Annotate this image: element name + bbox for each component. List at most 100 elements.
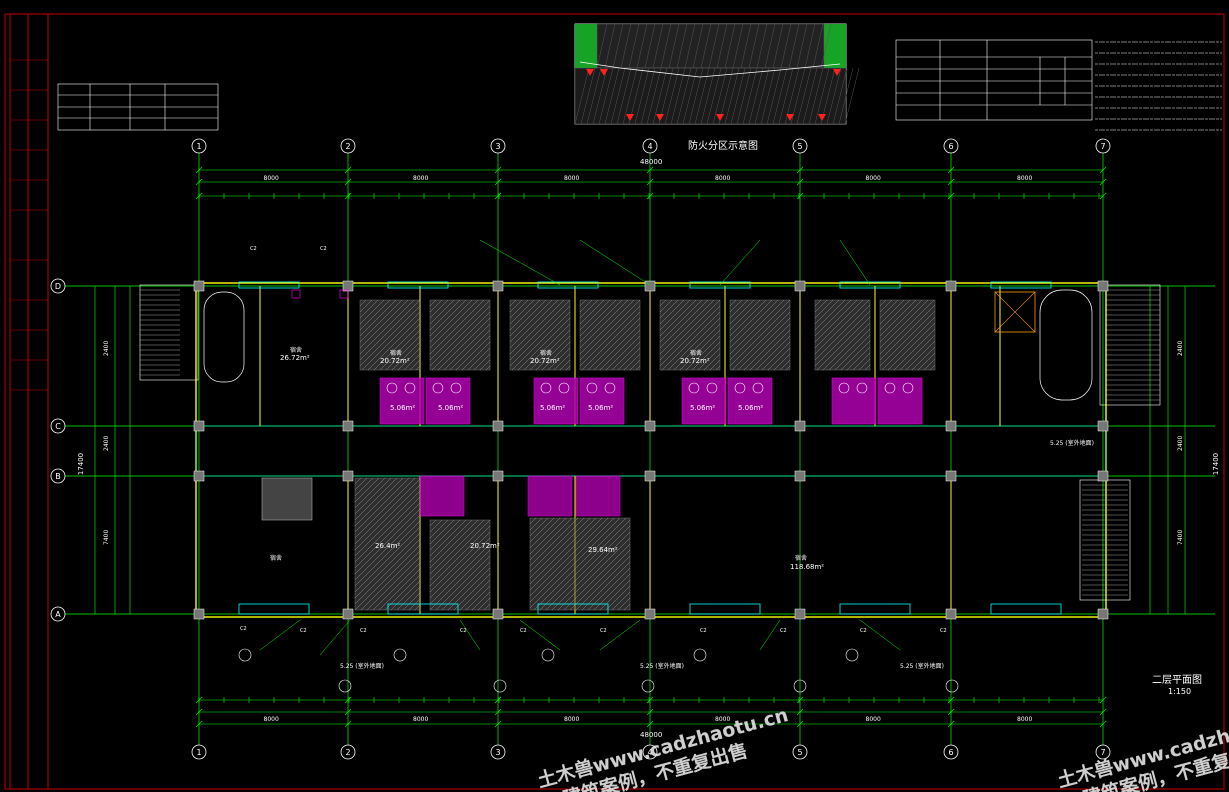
- window-tag: C2: [700, 628, 707, 634]
- hatch-line: [814, 299, 828, 313]
- hatch-line: [435, 555, 491, 611]
- axis-bubble: [50, 418, 66, 434]
- hatch-line: [509, 299, 553, 343]
- fixture: [450, 382, 462, 394]
- room-area-label: 20.72m²: [380, 357, 410, 365]
- room-area-label: 5.06m²: [438, 404, 463, 412]
- window-south: [689, 603, 761, 615]
- hatch-line: [623, 603, 631, 611]
- axis-bubble: [943, 744, 959, 760]
- hatch-line: [429, 531, 491, 593]
- hatch-line: [437, 317, 491, 371]
- hatch-line: [893, 328, 936, 371]
- window-tag: C2: [240, 626, 247, 632]
- fixture: [558, 382, 570, 394]
- elevator-x: [994, 291, 1036, 333]
- fixture-box: [339, 289, 349, 299]
- hatch-line: [731, 311, 791, 371]
- hatch-line: [667, 317, 721, 371]
- axis-bubble-letter: D: [55, 282, 61, 291]
- hatch-line: [367, 317, 421, 371]
- elevator: [994, 291, 1036, 333]
- hatch-line: [579, 299, 617, 337]
- hatch-line: [429, 299, 461, 331]
- room-area-label: 29.64m²: [588, 546, 618, 554]
- bunk-area: [659, 299, 721, 371]
- hatch-line: [617, 597, 631, 611]
- plan-title-label: 二层平面图 1:150: [1152, 671, 1229, 697]
- axis-bubble-number: 5: [797, 142, 802, 151]
- axis-bubble: [340, 744, 356, 760]
- hatch-line: [429, 519, 491, 581]
- window-tag: C2: [360, 628, 367, 634]
- hatch-line: [547, 347, 571, 371]
- hatch-line: [509, 299, 523, 313]
- hatch-line: [659, 299, 697, 337]
- fixture: [752, 382, 764, 394]
- axis-bubble: [191, 138, 207, 154]
- hatch-line: [429, 519, 437, 527]
- hatch-line: [509, 299, 565, 355]
- room-area-label: 5.06m²: [540, 404, 565, 412]
- fixture: [734, 382, 746, 394]
- hatch-line: [553, 353, 571, 371]
- hatch-line: [429, 519, 467, 557]
- room-area-label: 26.4m²: [375, 542, 400, 550]
- axis-bubble-number: 5: [797, 748, 802, 757]
- hatch-line: [899, 334, 936, 371]
- axis-bubble-letter: A: [55, 610, 61, 619]
- hatch-line: [429, 299, 455, 325]
- axis-bubble-number: 3: [495, 748, 500, 757]
- hatch-line: [354, 526, 421, 593]
- room-area-label: 20.72m²: [680, 357, 710, 365]
- hatch-line: [703, 353, 721, 371]
- fire-zone-title: 防火分区示意图: [688, 141, 758, 152]
- window-tag: C2: [460, 628, 467, 634]
- column: [342, 608, 354, 620]
- hatch-line: [529, 517, 537, 525]
- column: [794, 608, 806, 620]
- hatch-line: [611, 591, 631, 611]
- room-area-label: 5.06m²: [690, 404, 715, 412]
- hatch-line: [359, 305, 421, 367]
- bay-dimension-top: 8000: [866, 175, 881, 182]
- hatch-line: [729, 299, 743, 313]
- detail-bubble: [693, 648, 707, 662]
- hatch-line: [529, 517, 615, 603]
- hatch-line: [379, 329, 421, 371]
- hatch-line: [465, 585, 491, 611]
- hatch-line: [659, 299, 721, 361]
- room-area-label: 5.06m²: [738, 404, 763, 412]
- window-north: [689, 281, 751, 289]
- hatch-line: [659, 299, 685, 325]
- column: [193, 280, 205, 292]
- fire-zone-marker: [786, 114, 794, 121]
- hatch-line: [755, 335, 791, 371]
- window-south: [537, 603, 609, 615]
- total-depth-right: 17400: [1212, 452, 1221, 476]
- hatch-line: [697, 347, 721, 371]
- hatch-line: [354, 478, 421, 545]
- bathroom-pod: [727, 377, 773, 425]
- hatch-line: [509, 299, 571, 361]
- axis-spacing-left: 2400: [103, 436, 110, 451]
- hatch-line: [429, 525, 491, 587]
- column: [644, 608, 656, 620]
- axis-bubble: [792, 744, 808, 760]
- column: [1097, 280, 1109, 292]
- detail-bubble: [641, 679, 655, 693]
- hatch-line: [359, 299, 373, 313]
- hatch-line: [378, 568, 421, 611]
- hatch-line: [429, 549, 491, 611]
- fire-zone-marker: [656, 114, 664, 121]
- window-tag: C2: [780, 628, 787, 634]
- hatch-line: [879, 299, 887, 307]
- axis-bubble: [792, 138, 808, 154]
- stair-well-right: [1039, 289, 1093, 401]
- hatch-line: [359, 299, 421, 361]
- hatch-line: [864, 364, 871, 371]
- room-area-label: 26.72m²: [280, 354, 310, 362]
- hatch-line: [635, 365, 641, 371]
- hatch-line: [557, 537, 631, 611]
